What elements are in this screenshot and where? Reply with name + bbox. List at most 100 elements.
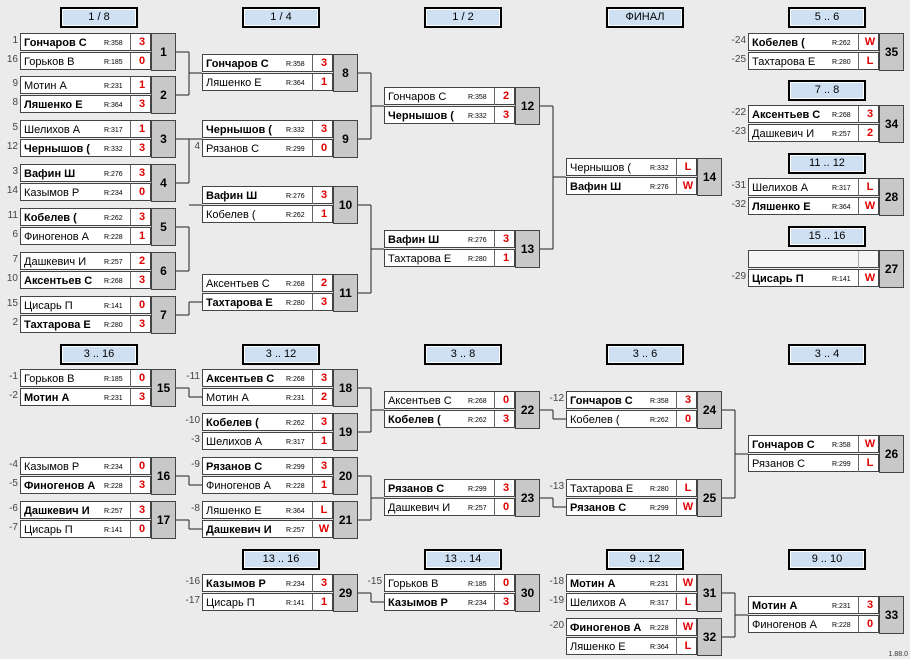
player-row-top[interactable] (748, 250, 879, 268)
